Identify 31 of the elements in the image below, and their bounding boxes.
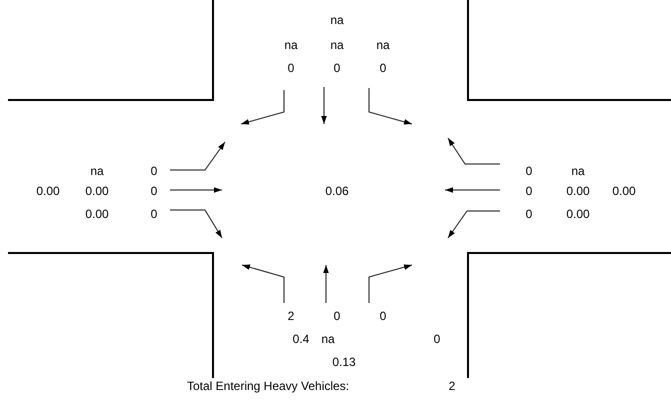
volume-label: 0: [150, 207, 158, 221]
volume-label: 0.00: [85, 184, 109, 198]
volume-label: 0: [288, 61, 294, 75]
volume-label: 0.4: [292, 332, 310, 346]
volume-label: 0.00: [85, 207, 109, 221]
volume-label: 0: [434, 332, 440, 346]
volume-label: 0.06: [325, 184, 349, 198]
volume-label: 0: [334, 61, 340, 75]
volume-label: na: [330, 13, 344, 27]
volume-label: na: [571, 164, 585, 178]
volume-label: na: [90, 164, 104, 178]
volume-label: 0: [526, 184, 532, 198]
volume-label: na: [376, 38, 390, 52]
volume-label: 2: [288, 309, 294, 323]
volume-label: 0: [334, 309, 340, 323]
volume-label: 0: [380, 61, 386, 75]
volume-label: 0: [150, 164, 158, 178]
volume-label: 0.00: [566, 207, 590, 221]
volume-label: Total Entering Heavy Vehicles:: [186, 379, 350, 393]
volume-label: 0.00: [612, 184, 636, 198]
volume-label: na: [321, 332, 335, 346]
volume-label: na: [284, 38, 298, 52]
volume-label: 0.00: [36, 184, 60, 198]
volume-label: 0: [380, 309, 386, 323]
volume-label: 0.13: [332, 355, 356, 369]
volume-label: 2: [448, 379, 456, 393]
volume-label: 0: [526, 207, 532, 221]
volume-label: na: [330, 38, 344, 52]
volume-label: 0.00: [566, 184, 590, 198]
volume-label: 0: [526, 164, 532, 178]
volume-label: 0: [150, 184, 158, 198]
